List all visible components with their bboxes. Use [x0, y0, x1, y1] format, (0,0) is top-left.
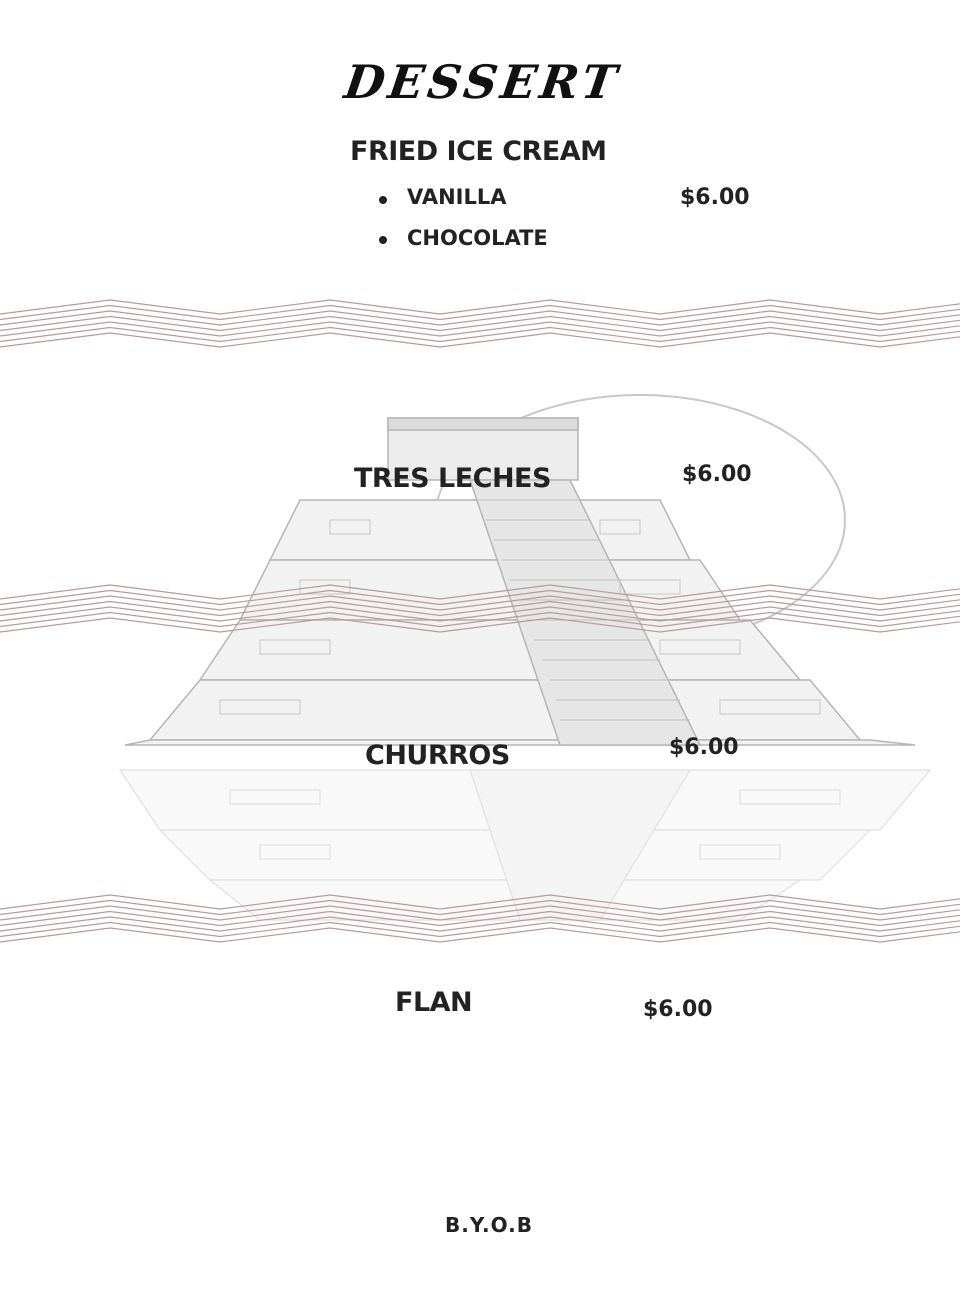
zigzag-line-icon — [0, 894, 960, 910]
pyramid-icon — [124, 417, 916, 746]
menu-title: DESSERT — [341, 55, 624, 109]
byob-note: B.Y.O.B — [445, 1213, 534, 1237]
zigzag-line-icon — [0, 916, 960, 932]
item-name-tres-leches: TRES LECHES — [354, 463, 551, 494]
zigzag-line-icon — [0, 589, 960, 606]
zigzag-line-icon — [0, 606, 960, 622]
zigzag-line-icon — [0, 299, 960, 315]
zigzag-line-icon — [0, 611, 960, 628]
zigzag-line-icon — [0, 584, 960, 600]
zigzag-line-icon — [0, 617, 960, 633]
zigzag-line-icon — [0, 326, 960, 343]
item-name-flan: FLAN — [395, 987, 473, 1018]
zigzag-line-icon — [0, 595, 960, 611]
option-vanilla: VANILLA — [407, 185, 507, 209]
price-fried-ice-cream: $6.00 — [680, 185, 750, 210]
price-churros: $6.00 — [669, 735, 739, 760]
pyramid-reflection — [118, 769, 932, 921]
zigzag-line-icon — [0, 321, 960, 337]
bullet-icon — [379, 196, 387, 204]
zigzag-line-icon — [0, 921, 960, 938]
zigzag-line-icon — [0, 899, 960, 916]
price-tres-leches: $6.00 — [682, 462, 752, 487]
item-name-churros: CHURROS — [365, 740, 510, 771]
zigzag-line-icon — [0, 304, 960, 321]
zigzag-line-icon — [0, 600, 960, 617]
zigzag-line-icon — [0, 332, 960, 348]
option-chocolate: CHOCOLATE — [407, 226, 548, 250]
item-name-fried-ice-cream: FRIED ICE CREAM — [350, 136, 607, 167]
zigzag-dividers — [0, 299, 960, 943]
zigzag-line-icon — [0, 310, 960, 326]
zigzag-line-icon — [0, 927, 960, 943]
zigzag-line-icon — [0, 910, 960, 927]
bullet-icon — [379, 236, 387, 244]
zigzag-line-icon — [0, 905, 960, 921]
zigzag-line-icon — [0, 315, 960, 332]
price-flan: $6.00 — [643, 997, 713, 1022]
